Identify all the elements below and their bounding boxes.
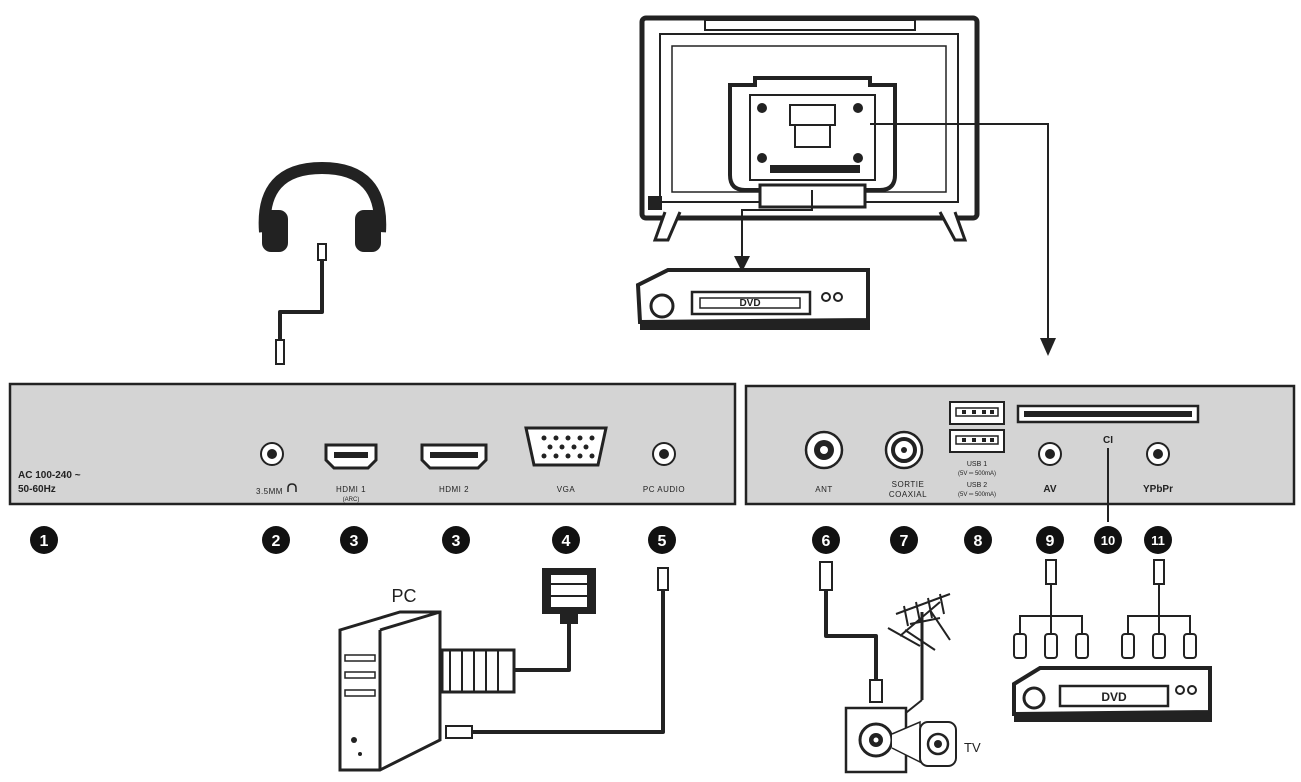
dvd-top-label: DVD xyxy=(739,298,760,309)
wall-socket-label: TV xyxy=(964,740,981,755)
coaxial-port[interactable] xyxy=(884,430,924,470)
ant-plug xyxy=(819,561,833,591)
svg-text:7: 7 xyxy=(900,533,909,550)
number-badge-3a: 3 xyxy=(340,526,368,554)
ypbpr-rca-cable xyxy=(1121,559,1197,659)
headphone-port-label: 3.5MM xyxy=(256,487,283,496)
pc-audio-label: PC AUDIO xyxy=(643,485,685,494)
arrow-head-panel xyxy=(1040,338,1056,356)
dvd-bottom-label: DVD xyxy=(1101,690,1127,704)
wall-socket-icon xyxy=(844,706,957,774)
dvd-player-bottom-icon xyxy=(1012,666,1212,722)
ypbpr-port[interactable] xyxy=(1146,442,1170,466)
arrow-head-dvd xyxy=(734,256,750,272)
svg-text:3: 3 xyxy=(350,533,359,550)
svg-text:6: 6 xyxy=(822,533,831,550)
ci-label: CI xyxy=(1103,435,1113,446)
coaxial-label-line2: COAXIAL xyxy=(889,490,927,499)
number-badge-3b: 3 xyxy=(442,526,470,554)
arrow-line-dvd xyxy=(741,190,813,258)
av-port[interactable] xyxy=(1038,442,1062,466)
pc-tower-icon xyxy=(338,610,442,772)
svg-text:8: 8 xyxy=(974,533,983,550)
svg-text:2: 2 xyxy=(272,533,281,550)
antenna-icon xyxy=(887,593,951,717)
hdmi1-sublabel: (ARC) xyxy=(343,497,360,503)
usb1-label-line1: USB 1 xyxy=(967,461,987,468)
svg-text:10: 10 xyxy=(1101,533,1115,548)
av-rca-cable xyxy=(1013,559,1089,659)
ant-label: ANT xyxy=(815,485,833,494)
headphones-icon xyxy=(258,161,387,252)
number-badge-9: 9 xyxy=(1036,526,1064,554)
vga-port[interactable] xyxy=(524,426,608,467)
vga-pc-plug xyxy=(440,648,516,694)
pc-audio-cable xyxy=(470,590,665,734)
usb2-port[interactable] xyxy=(949,429,1005,453)
power-label-line1: AC 100-240 ~ xyxy=(18,470,81,481)
svg-text:9: 9 xyxy=(1046,533,1055,550)
headphone-jack-icon xyxy=(275,339,285,365)
pc-audio-port[interactable] xyxy=(652,442,676,466)
svg-text:11: 11 xyxy=(1151,533,1165,548)
ant-port[interactable] xyxy=(804,430,844,470)
usb2-label-line2: (5V ═ 500mA) xyxy=(958,492,996,498)
number-badge-11: 11 xyxy=(1144,526,1172,554)
usb1-port[interactable] xyxy=(949,401,1005,425)
audio-plug xyxy=(657,567,669,591)
svg-text:4: 4 xyxy=(562,533,571,550)
svg-text:3: 3 xyxy=(452,533,461,550)
usb1-label-line2: (5V ═ 500mA) xyxy=(958,471,996,477)
pc-label: PC xyxy=(391,586,416,606)
number-badge-6: 6 xyxy=(812,526,840,554)
power-label-line2: 50-60Hz xyxy=(18,484,56,495)
vga-label: VGA xyxy=(557,485,576,494)
headphone-cable xyxy=(278,244,324,364)
hdmi2-label: HDMI 2 xyxy=(439,485,469,494)
number-badge-10: 10 xyxy=(1094,526,1122,554)
number-badge-2: 2 xyxy=(262,526,290,554)
svg-text:1: 1 xyxy=(40,533,49,550)
number-badge-4: 4 xyxy=(552,526,580,554)
dvd-player-icon xyxy=(635,268,870,330)
headphone-port[interactable] xyxy=(260,442,284,466)
vga-cable xyxy=(512,624,571,672)
coaxial-label-line1: SORTIE xyxy=(892,480,925,489)
number-badge-1: 1 xyxy=(30,526,58,554)
ci-slot[interactable] xyxy=(1016,404,1200,424)
tv-back-icon xyxy=(639,15,980,242)
svg-text:5: 5 xyxy=(658,533,667,550)
number-badge-5: 5 xyxy=(648,526,676,554)
headphone-symbol-icon xyxy=(287,483,297,492)
vga-plug xyxy=(542,568,596,624)
ypbpr-label: YPbPr xyxy=(1143,484,1173,495)
ant-cable xyxy=(824,590,878,690)
av-label: AV xyxy=(1043,484,1056,495)
number-badge-8: 8 xyxy=(964,526,992,554)
usb2-label-line1: USB 2 xyxy=(967,482,987,489)
number-badge-7: 7 xyxy=(890,526,918,554)
hdmi1-label: HDMI 1 xyxy=(336,485,366,494)
arrow-line-panel xyxy=(870,123,1049,340)
